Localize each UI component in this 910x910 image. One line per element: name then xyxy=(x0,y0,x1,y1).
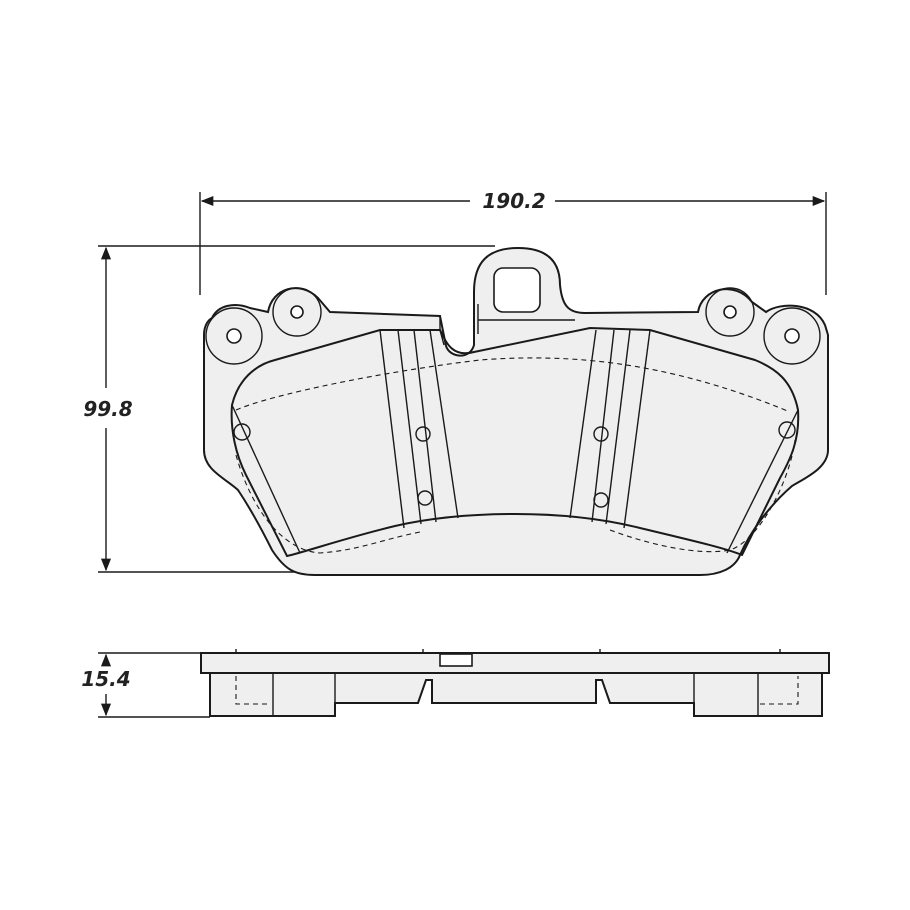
slot-right-4 xyxy=(569,329,597,519)
height-dimension: 99.8 xyxy=(83,245,495,573)
rivet-mark xyxy=(778,421,796,439)
rivet-mark xyxy=(415,426,431,442)
slot-right-1 xyxy=(623,329,651,529)
wear-line-dashed xyxy=(235,357,796,554)
side-view xyxy=(200,649,830,717)
side-backing-plate xyxy=(200,652,830,674)
mounting-hole-right-inner xyxy=(723,305,737,319)
mounting-ear-right-inner xyxy=(705,287,755,337)
mounting-hole-right-outer xyxy=(784,328,800,344)
mounting-hole-left-inner xyxy=(290,305,304,319)
rivet-mark xyxy=(233,423,251,441)
mounting-ear-left-inner xyxy=(272,287,322,337)
friction-material xyxy=(230,326,800,558)
side-tab-center xyxy=(439,653,473,667)
backing-plate-outline xyxy=(203,246,829,576)
rivet-mark xyxy=(593,426,609,442)
slot-right-2 xyxy=(605,329,631,525)
side-wear-dashed xyxy=(235,676,799,705)
mounting-hole-left-outer xyxy=(226,328,242,344)
width-value: 190.2 xyxy=(482,189,545,213)
width-dimension: 190.2 xyxy=(199,189,827,295)
mounting-ear-right-outer xyxy=(763,307,821,365)
backing-plate xyxy=(203,246,829,576)
slot-right-3 xyxy=(591,329,615,523)
rivet-mark xyxy=(417,490,433,506)
slot-left-1 xyxy=(379,329,405,529)
chamfer-right xyxy=(726,409,799,554)
friction-slots xyxy=(231,329,799,554)
mounting-ear-left-outer xyxy=(205,307,263,365)
side-top-ticks xyxy=(235,649,781,653)
thickness-value: 15.4 xyxy=(81,667,130,691)
rivet-marks xyxy=(233,421,796,508)
thickness-dimension: 15.4 xyxy=(81,652,210,718)
chamfer-left xyxy=(231,404,301,554)
height-value: 99.8 xyxy=(83,397,132,421)
side-friction-material xyxy=(209,672,823,717)
mounting-holes xyxy=(205,287,821,365)
center-slot xyxy=(493,267,541,313)
slot-left-2 xyxy=(397,329,422,525)
friction-material-outline xyxy=(230,326,800,558)
slot-left-3 xyxy=(413,329,437,523)
rivet-mark xyxy=(593,492,609,508)
slot-left-4 xyxy=(429,329,459,519)
